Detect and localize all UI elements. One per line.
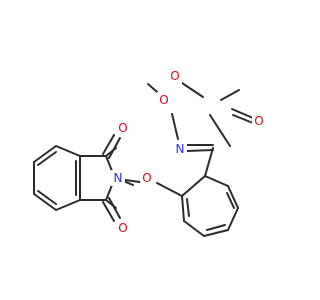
- bond: [206, 224, 226, 231]
- bond: [33, 145, 57, 163]
- label-background: [173, 141, 187, 157]
- molecule-diagram: O O O N O N O O: [33, 68, 266, 237]
- bond: [37, 151, 57, 166]
- bond: [220, 89, 240, 101]
- atom-label-o-linker: O: [142, 171, 151, 185]
- bond: [102, 201, 115, 222]
- bond: [105, 155, 113, 172]
- label-background: [168, 68, 182, 84]
- label-background: [116, 120, 130, 136]
- bond: [204, 147, 214, 177]
- bond: [181, 82, 204, 98]
- bond: [108, 137, 121, 159]
- bond: [105, 184, 113, 201]
- bond: [55, 145, 81, 157]
- bond-group: [33, 82, 254, 237]
- bond: [186, 198, 190, 217]
- bond: [102, 134, 115, 155]
- bond: [226, 192, 235, 209]
- bond: [227, 207, 239, 231]
- bond: [227, 185, 239, 209]
- label-background: [111, 170, 125, 186]
- atom-label-o-imide-bottom: O: [118, 221, 127, 235]
- label-background: [116, 220, 130, 236]
- bond: [186, 149, 214, 152]
- bond: [33, 193, 57, 211]
- atom-label-n-oxime: N: [176, 142, 185, 156]
- bond: [232, 114, 254, 124]
- label-background: [157, 92, 171, 108]
- bond: [231, 108, 254, 119]
- atom-label-o-imide-top: O: [118, 121, 127, 135]
- atom-label-o-ester-single: O: [170, 69, 179, 83]
- bond: [203, 229, 229, 237]
- bond: [37, 190, 57, 205]
- bond: [181, 195, 185, 222]
- bond: [171, 113, 179, 140]
- bond: [181, 175, 206, 197]
- structure-canvas: O O O N O N O O: [33, 68, 266, 237]
- bond: [209, 114, 231, 147]
- bond: [55, 199, 81, 211]
- atom-label-group: O O O N O N O O: [111, 68, 266, 236]
- atom-label-o-ester-double: O: [254, 114, 263, 128]
- bond: [156, 182, 183, 197]
- label-background: [140, 170, 154, 186]
- atom-label-n-imide: N: [114, 171, 123, 185]
- bond: [183, 220, 205, 237]
- bond: [108, 197, 121, 219]
- atom-label-o-methoxy: O: [159, 93, 168, 107]
- bond: [204, 175, 229, 187]
- label-background: [252, 113, 266, 129]
